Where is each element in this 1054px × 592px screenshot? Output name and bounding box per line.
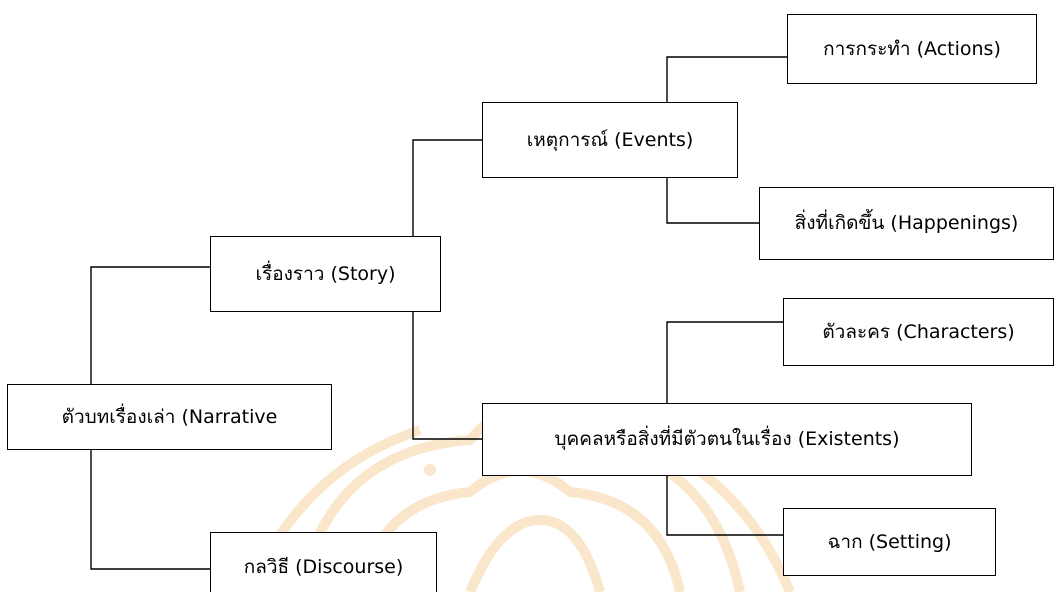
connector-events-happenings (666, 178, 759, 224)
connector-existents-characters (666, 321, 783, 403)
node-actions: การกระทำ (Actions) (787, 14, 1037, 84)
connector-story-existents (412, 312, 482, 440)
node-characters: ตัวละคร (Characters) (783, 298, 1054, 366)
node-story: เรื่องราว (Story) (210, 236, 441, 312)
node-characters-label: ตัวละคร (Characters) (822, 320, 1015, 343)
node-story-label: เรื่องราว (Story) (255, 262, 396, 285)
node-discourse-label: กลวิธี (Discourse) (243, 555, 404, 578)
connector-events-actions (666, 56, 787, 102)
connector-narrative-story (90, 266, 210, 384)
connector-existents-setting (666, 476, 783, 536)
node-setting: ฉาก (Setting) (783, 508, 996, 576)
node-happenings-label: สิ่งที่เกิดขึ้น (Happenings) (794, 212, 1019, 234)
node-setting-label: ฉาก (Setting) (827, 530, 952, 553)
connector-story-events (412, 139, 482, 236)
node-discourse: กลวิธี (Discourse) (210, 532, 437, 592)
node-existents-label: บุคคลหรือสิ่งที่มีตัวตนในเรื่อง (Existen… (554, 428, 900, 450)
node-events-label: เหตุการณ์ (Events) (526, 128, 694, 151)
node-happenings: สิ่งที่เกิดขึ้น (Happenings) (759, 187, 1054, 260)
node-events: เหตุการณ์ (Events) (482, 102, 738, 178)
node-existents: บุคคลหรือสิ่งที่มีตัวตนในเรื่อง (Existen… (482, 403, 972, 476)
node-actions-label: การกระทำ (Actions) (823, 37, 1001, 60)
node-narrative: ตัวบทเรื่องเล่า (Narrative (7, 384, 332, 450)
connector-narrative-discourse (90, 450, 210, 570)
node-narrative-label: ตัวบทเรื่องเล่า (Narrative (61, 405, 278, 428)
